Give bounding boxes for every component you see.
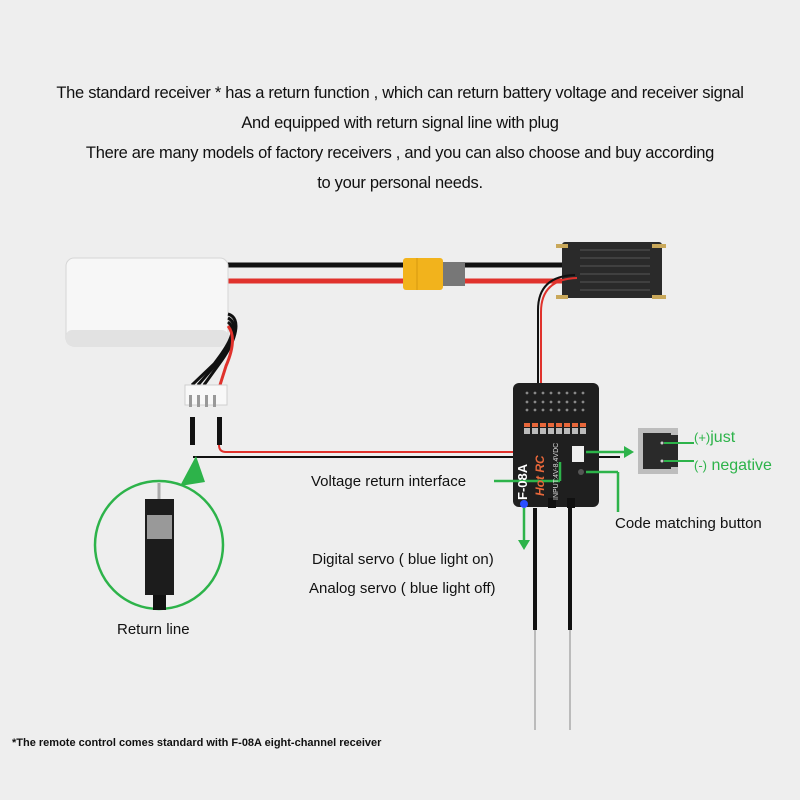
voltage-return-label: Voltage return interface	[311, 473, 467, 490]
esc	[556, 242, 666, 299]
code-matching-label: Code matching button	[615, 515, 762, 532]
positive-sign: (+)	[694, 430, 711, 445]
intro-line-2: And equipped with return signal line wit…	[241, 114, 559, 132]
receiver-brand: Hot RC	[533, 455, 547, 496]
intro-line-3: There are many models of factory receive…	[85, 144, 715, 162]
lipo-battery	[65, 257, 229, 347]
arrow-up-icon	[180, 456, 205, 486]
return-line-magnifier	[93, 456, 225, 611]
servo-mode-led	[520, 500, 528, 508]
receiver-f08a	[513, 383, 599, 508]
footnote: *The remote control comes standard with …	[12, 737, 382, 749]
positive-label: (+)just	[694, 429, 735, 447]
receiver-input-rating: INPUT:4V-8.4VDC	[553, 442, 560, 500]
xt60-connector	[403, 258, 465, 290]
negative-sign: (-)	[694, 458, 707, 473]
callout-lines	[494, 450, 624, 540]
balance-connector	[184, 384, 228, 445]
negative-label: (-) negative	[694, 457, 772, 475]
return-plug-detail	[638, 428, 694, 474]
arrow-down-icon	[518, 540, 530, 550]
return-red-wire	[218, 444, 630, 453]
positive-word: just	[710, 429, 736, 446]
negative-word: negative	[711, 457, 772, 474]
digital-servo-label: Digital servo ( blue light on)	[312, 551, 494, 568]
return-line-label: Return line	[117, 621, 190, 638]
return-port	[572, 446, 584, 462]
analog-servo-label: Analog servo ( blue light off)	[309, 580, 496, 597]
arrow-right-icon	[624, 446, 634, 458]
intro-line-1: The standard receiver * has a return fun…	[56, 84, 744, 102]
receiver-model: F-08A	[515, 463, 530, 500]
intro-line-4: to your personal needs.	[317, 174, 483, 192]
balance-lead	[190, 312, 238, 387]
bind-button	[578, 469, 584, 475]
